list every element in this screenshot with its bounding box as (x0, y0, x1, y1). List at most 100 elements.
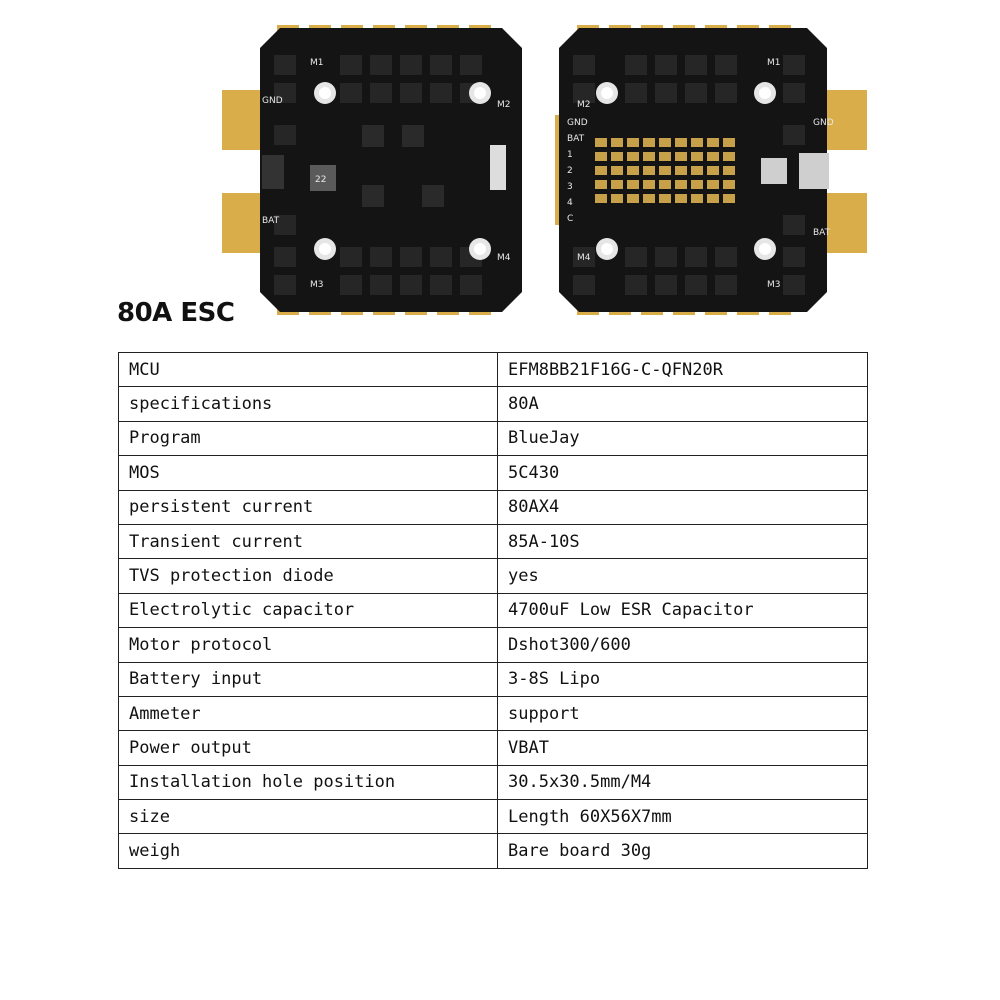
spec-value: Length 60X56X7mm (497, 799, 868, 835)
mosfet-chip (430, 83, 452, 103)
capacitor (643, 194, 655, 203)
spec-label: Electrolytic capacitor (118, 592, 498, 629)
mosfet-chip (340, 275, 362, 295)
capacitor (643, 180, 655, 189)
capacitor (723, 152, 735, 161)
capacitor (707, 152, 719, 161)
pad-label-bat: BAT (813, 228, 831, 238)
mosfet-chip (400, 275, 422, 295)
mount-holes (314, 82, 491, 260)
spec-label: TVS protection diode (118, 558, 498, 594)
inductor-label: 22 (315, 175, 326, 185)
capacitor (723, 138, 735, 147)
connector-label: 2 (567, 166, 573, 176)
capacitor (627, 194, 639, 203)
mosfet-chip (655, 247, 677, 267)
gnd-power-pad (827, 90, 867, 150)
spec-value: 85A-10S (497, 523, 868, 560)
mosfet-chip (655, 83, 677, 103)
mosfet-chip (625, 247, 647, 267)
mosfet-chip (274, 275, 296, 295)
mosfet-chip (573, 275, 595, 295)
spec-label: size (118, 799, 498, 835)
capacitor (595, 138, 607, 147)
connector-label: GND (567, 118, 588, 128)
capacitor (707, 166, 719, 175)
capacitor (627, 180, 639, 189)
spec-value: 5C430 (497, 455, 868, 491)
connector-label: 4 (567, 198, 573, 208)
mosfet-chip (370, 83, 392, 103)
spec-label: MCU (118, 351, 498, 388)
mosfet-chip (460, 55, 482, 75)
motor-label-m1: M1 (310, 58, 324, 68)
capacitor (691, 166, 703, 175)
spec-value: 30.5x30.5mm/M4 (497, 764, 868, 801)
mosfet-chip (370, 247, 392, 267)
capacitor (595, 152, 607, 161)
capacitor (262, 155, 284, 189)
capacitor (611, 152, 623, 161)
capacitor (595, 180, 607, 189)
connector-label: 1 (567, 150, 573, 160)
capacitor (675, 194, 687, 203)
mosfet-chip (340, 83, 362, 103)
spec-label: specifications (118, 386, 498, 422)
capacitor (595, 194, 607, 203)
spec-value: 80A (497, 386, 868, 422)
mosfet-chip (340, 55, 362, 75)
spec-value: support (497, 695, 868, 732)
gnd-power-pad (222, 90, 262, 150)
capacitor (675, 180, 687, 189)
spec-value: EFM8BB21F16G-C-QFN20R (497, 351, 868, 388)
motor-label-m3: M3 (310, 280, 324, 290)
mosfet-chip (370, 55, 392, 75)
connector-label: C (567, 214, 573, 224)
capacitor (611, 166, 623, 175)
mosfet-chip (573, 83, 595, 103)
motor-label-m3: M3 (767, 280, 781, 290)
capacitor (691, 180, 703, 189)
spec-label: Battery input (118, 661, 498, 697)
capacitor (707, 138, 719, 147)
mount-holes (596, 82, 776, 260)
motor-label-m1: M1 (767, 58, 781, 68)
connector-label: 3 (567, 182, 573, 192)
mosfet-chip (783, 275, 805, 295)
capacitor (675, 138, 687, 147)
mosfet-chip (370, 275, 392, 295)
capacitor (675, 166, 687, 175)
capacitor (627, 152, 639, 161)
mosfet-chip (274, 55, 296, 75)
motor-label-m2: M2 (577, 100, 591, 110)
mosfet-chip (430, 55, 452, 75)
mosfet-chip (400, 55, 422, 75)
capacitor (659, 194, 671, 203)
mosfet-chip (783, 125, 805, 145)
mosfet-chip (340, 247, 362, 267)
connector (490, 145, 506, 190)
spec-value: 80AX4 (497, 489, 868, 525)
mosfet-chip (715, 83, 737, 103)
mosfet-chip (685, 83, 707, 103)
mosfet-chip (685, 247, 707, 267)
mosfet-chip (715, 55, 737, 75)
capacitor (691, 152, 703, 161)
capacitor (723, 166, 735, 175)
tvs-diode (761, 158, 787, 184)
connector-labels: GND BAT 1 2 3 4C (567, 118, 588, 224)
connector-label: BAT (567, 134, 585, 144)
spec-value: Bare board 30g (497, 833, 868, 869)
mosfet-chip (400, 83, 422, 103)
pad-label-gnd: GND (262, 96, 283, 106)
spec-label: persistent current (118, 489, 498, 525)
